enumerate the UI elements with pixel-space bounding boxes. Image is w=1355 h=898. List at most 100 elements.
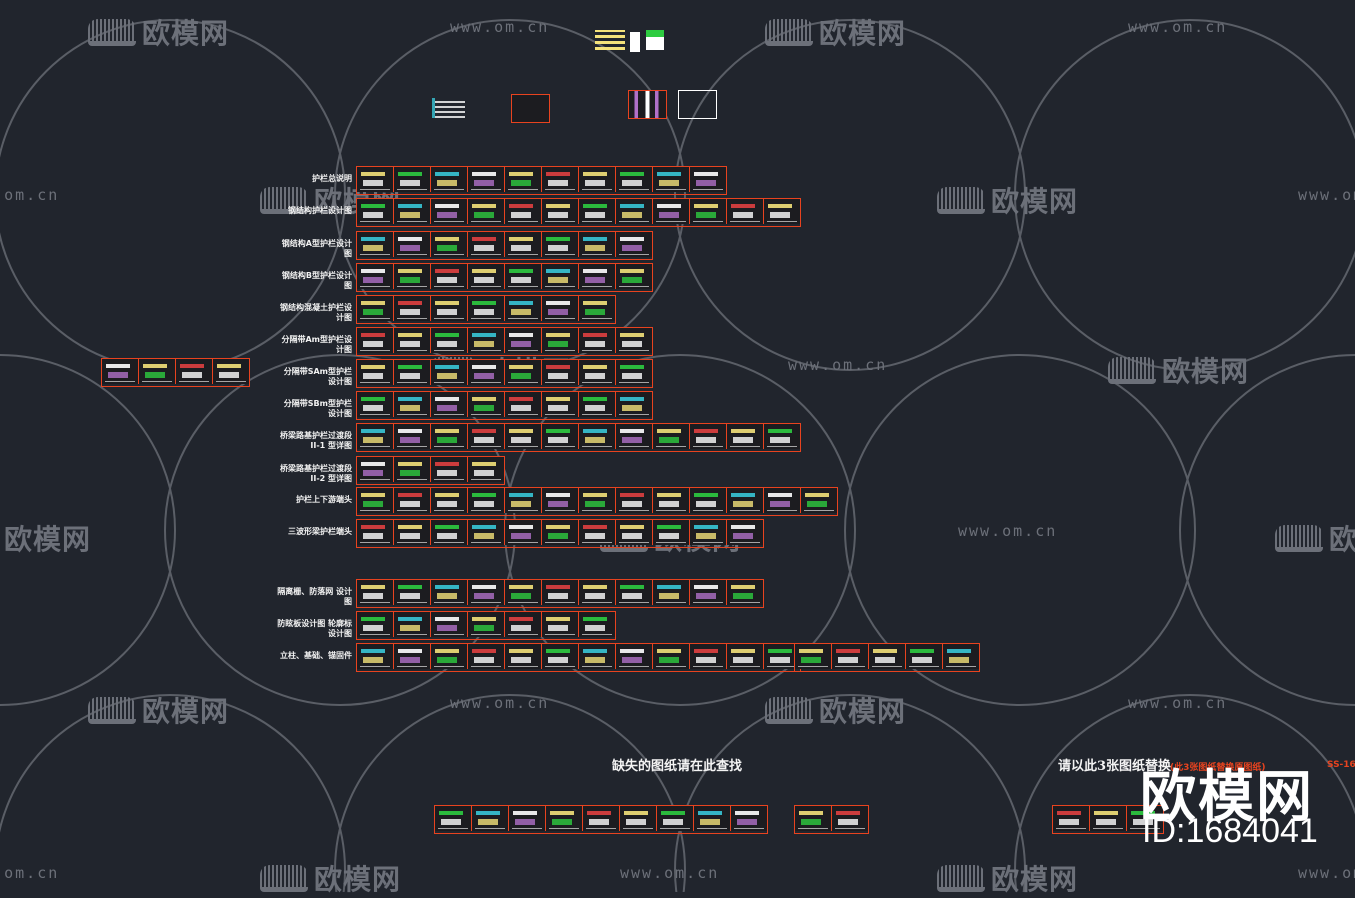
drawing-sheet[interactable] <box>542 580 579 605</box>
drawing-sheet[interactable] <box>431 520 468 545</box>
drawing-sheet[interactable] <box>468 264 505 289</box>
drawing-sheet[interactable] <box>542 360 579 385</box>
drawing-sheet[interactable] <box>357 232 394 257</box>
drawing-sheet[interactable] <box>505 424 542 449</box>
drawing-sheet[interactable] <box>468 580 505 605</box>
drawing-sheet[interactable] <box>394 488 431 513</box>
drawing-sheet[interactable] <box>505 328 542 353</box>
drawing-sheet[interactable] <box>394 424 431 449</box>
drawing-sheet[interactable] <box>435 806 472 831</box>
drawing-sheet[interactable] <box>505 360 542 385</box>
drawing-sheet[interactable] <box>832 806 868 831</box>
left-sheet-group[interactable] <box>101 358 250 387</box>
drawing-sheet[interactable] <box>653 167 690 192</box>
drawing-sheet[interactable] <box>690 199 727 224</box>
drawing-sheet[interactable] <box>431 360 468 385</box>
sheet-row[interactable] <box>356 519 764 548</box>
loose-drawing[interactable] <box>630 32 640 52</box>
drawing-sheet[interactable] <box>357 424 394 449</box>
drawing-sheet[interactable] <box>213 359 249 384</box>
sheet-row[interactable] <box>356 359 653 388</box>
drawing-sheet[interactable] <box>394 644 431 669</box>
drawing-sheet[interactable] <box>653 520 690 545</box>
drawing-sheet[interactable] <box>832 644 869 669</box>
drawing-sheet[interactable] <box>727 580 763 605</box>
drawing-sheet[interactable] <box>468 612 505 637</box>
drawing-sheet[interactable] <box>653 580 690 605</box>
drawing-sheet[interactable] <box>357 360 394 385</box>
sheet-row[interactable] <box>356 423 801 452</box>
loose-drawing[interactable] <box>595 30 625 50</box>
replacement-sheet-group[interactable] <box>1052 805 1164 834</box>
sheet-row[interactable] <box>356 295 616 324</box>
drawing-sheet[interactable] <box>394 232 431 257</box>
drawing-sheet[interactable] <box>505 612 542 637</box>
sheet-row-extra[interactable] <box>794 643 980 672</box>
drawing-sheet[interactable] <box>431 457 468 482</box>
drawing-sheet[interactable] <box>394 392 431 417</box>
sheet-row[interactable] <box>356 643 801 672</box>
drawing-sheet[interactable] <box>357 328 394 353</box>
drawing-sheet[interactable] <box>431 488 468 513</box>
drawing-sheet[interactable] <box>468 644 505 669</box>
drawing-sheet[interactable] <box>394 328 431 353</box>
drawing-sheet[interactable] <box>727 424 764 449</box>
drawing-sheet[interactable] <box>394 360 431 385</box>
drawing-sheet[interactable] <box>505 199 542 224</box>
drawing-sheet[interactable] <box>431 167 468 192</box>
drawing-sheet[interactable] <box>468 424 505 449</box>
drawing-sheet[interactable] <box>394 520 431 545</box>
drawing-sheet[interactable] <box>357 520 394 545</box>
drawing-sheet[interactable] <box>653 488 690 513</box>
drawing-sheet[interactable] <box>509 806 546 831</box>
drawing-sheet[interactable] <box>690 644 727 669</box>
drawing-sheet[interactable] <box>431 328 468 353</box>
drawing-sheet[interactable] <box>394 296 431 321</box>
drawing-sheet[interactable] <box>731 806 767 831</box>
drawing-sheet[interactable] <box>616 488 653 513</box>
drawing-sheet[interactable] <box>542 520 579 545</box>
drawing-sheet[interactable] <box>468 199 505 224</box>
loose-drawing[interactable] <box>432 98 465 118</box>
drawing-sheet[interactable] <box>431 199 468 224</box>
drawing-sheet[interactable] <box>468 520 505 545</box>
drawing-sheet[interactable] <box>431 612 468 637</box>
loose-drawing[interactable] <box>646 30 664 50</box>
drawing-sheet[interactable] <box>690 580 727 605</box>
drawing-sheet[interactable] <box>394 612 431 637</box>
drawing-sheet[interactable] <box>468 296 505 321</box>
drawing-sheet[interactable] <box>505 580 542 605</box>
drawing-sheet[interactable] <box>542 424 579 449</box>
drawing-sheet[interactable] <box>542 612 579 637</box>
drawing-sheet[interactable] <box>801 488 837 513</box>
sheet-row[interactable] <box>356 327 653 356</box>
drawing-sheet[interactable] <box>511 94 550 123</box>
drawing-sheet[interactable] <box>616 520 653 545</box>
drawing-sheet[interactable] <box>616 232 652 257</box>
sheet-row[interactable] <box>356 166 727 195</box>
drawing-sheet[interactable] <box>357 392 394 417</box>
drawing-sheet[interactable] <box>102 359 139 384</box>
drawing-sheet[interactable] <box>727 199 764 224</box>
drawing-sheet[interactable] <box>505 488 542 513</box>
drawing-sheet[interactable] <box>579 612 615 637</box>
drawing-sheet[interactable] <box>1127 806 1163 831</box>
drawing-sheet[interactable] <box>616 328 652 353</box>
drawing-sheet[interactable] <box>472 806 509 831</box>
drawing-sheet[interactable] <box>795 644 832 669</box>
drawing-sheet[interactable] <box>906 644 943 669</box>
drawing-sheet[interactable] <box>505 644 542 669</box>
drawing-sheet[interactable] <box>468 488 505 513</box>
drawing-sheet[interactable] <box>727 644 764 669</box>
drawing-sheet[interactable] <box>616 424 653 449</box>
drawing-sheet[interactable] <box>505 392 542 417</box>
drawing-sheet[interactable] <box>579 424 616 449</box>
drawing-sheet[interactable] <box>468 457 504 482</box>
drawing-sheet[interactable] <box>579 296 615 321</box>
drawing-sheet[interactable] <box>542 392 579 417</box>
drawing-sheet[interactable] <box>616 199 653 224</box>
drawing-sheet[interactable] <box>505 264 542 289</box>
drawing-sheet[interactable] <box>764 199 800 224</box>
drawing-sheet[interactable] <box>505 296 542 321</box>
drawing-sheet[interactable] <box>468 167 505 192</box>
